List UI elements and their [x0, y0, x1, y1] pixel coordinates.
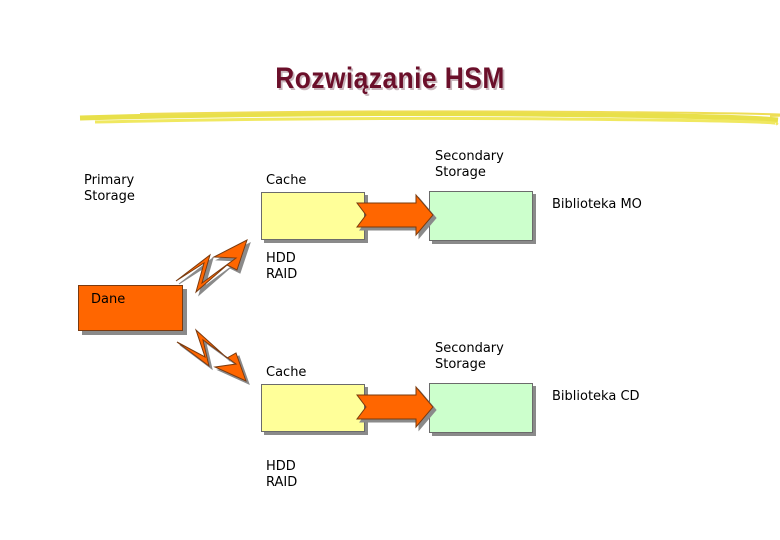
- lightning-arrow-down: [176, 328, 247, 382]
- bottom-hdd-label: HDD RAID: [266, 459, 298, 490]
- top-hdd-label: HDD RAID: [266, 251, 298, 282]
- primary-storage-label: Primary Storage: [84, 173, 135, 204]
- top-secondary-label: Secondary Storage: [435, 149, 504, 180]
- bottom-secondary-label: Secondary Storage: [435, 341, 504, 372]
- dane-label: Dane: [91, 292, 126, 307]
- top-block-arrow: [356, 193, 434, 237]
- top-library-label: Biblioteka MO: [552, 197, 642, 212]
- bottom-library-label: Biblioteka CD: [552, 389, 640, 404]
- top-cache-label: Cache: [266, 173, 307, 188]
- page-title: Rozwiązanie HSM: [275, 62, 505, 95]
- bottom-cache-box: [261, 384, 365, 432]
- bottom-block-arrow: [356, 385, 434, 429]
- bottom-library-box: [429, 383, 533, 433]
- top-cache-box: [261, 192, 365, 240]
- dane-box: [78, 285, 183, 331]
- lightning-arrow-up: [175, 238, 248, 294]
- bottom-cache-label: Cache: [266, 365, 307, 380]
